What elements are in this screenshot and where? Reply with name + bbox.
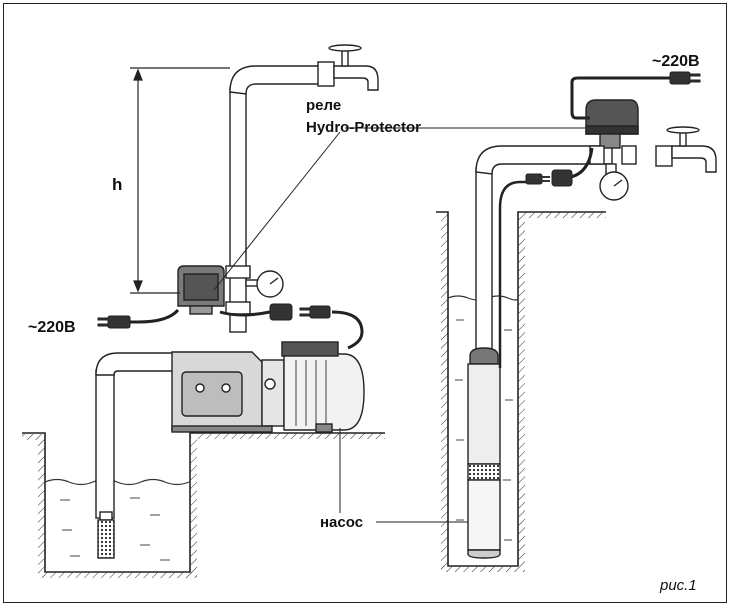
left-ground [22, 432, 385, 578]
right-water-tap [666, 126, 717, 173]
left-relay-device [177, 265, 225, 315]
right-power-plug [669, 71, 701, 85]
right-pressure-gauge [599, 171, 629, 201]
right-pump-connection [525, 147, 594, 187]
left-water-dashes [60, 497, 170, 561]
figure-frame [3, 3, 727, 603]
right-relay-device [585, 99, 639, 149]
right-fittings [589, 145, 673, 175]
leader-lines [213, 127, 585, 523]
well-pump-cable [498, 180, 528, 368]
left-water-surface [44, 478, 190, 486]
left-power-plug [97, 315, 131, 329]
height-label: h [112, 175, 122, 194]
relay-word-label: реле [306, 97, 341, 114]
left-power-label: ~220В [28, 319, 76, 336]
left-pressure-gauge [245, 270, 284, 298]
surface-pump [171, 341, 365, 433]
suction-pipe [95, 352, 174, 559]
pump-label: насос [320, 514, 363, 531]
right-riser-pipe [475, 145, 613, 353]
relay-name-label: Hydro-Protector [306, 119, 421, 136]
right-power-cable [570, 76, 670, 120]
left-power-cable [130, 308, 180, 324]
right-water-dashes [455, 319, 513, 541]
left-riser-pipe [225, 65, 323, 333]
pump-socket [269, 303, 331, 321]
pump-connection-cable [219, 310, 364, 350]
figure-caption: рис.1 [659, 577, 697, 594]
right-power-label: ~220В [652, 53, 700, 70]
submersible-pump [467, 347, 501, 559]
right-ground [436, 211, 606, 572]
height-dimension [130, 67, 230, 294]
left-water-tap [317, 44, 379, 91]
